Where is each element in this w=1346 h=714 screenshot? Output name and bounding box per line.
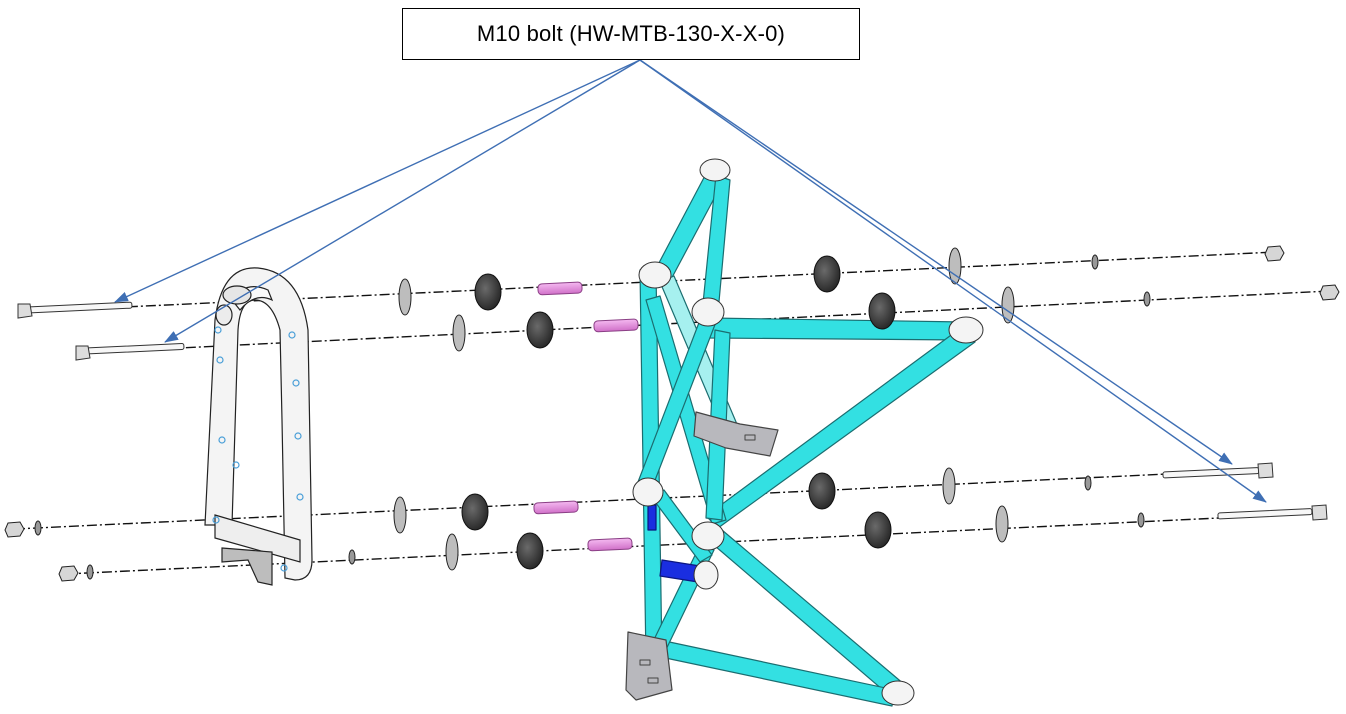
small-washer bbox=[86, 564, 94, 580]
roll-hoop-top-joint bbox=[222, 285, 252, 305]
m10-bolt-2 bbox=[75, 342, 185, 361]
leader-lines bbox=[114, 59, 1267, 503]
pivot-upper-mid bbox=[691, 297, 725, 327]
nuts bbox=[4, 245, 1340, 582]
leader-line-3 bbox=[639, 59, 1233, 465]
bushing-pins bbox=[533, 281, 639, 552]
rubber-mount bbox=[813, 255, 841, 293]
subframe-mid-bracket bbox=[693, 411, 779, 457]
leader-line-2 bbox=[164, 59, 641, 343]
small-washer bbox=[1143, 291, 1151, 307]
rubber-mounts bbox=[461, 255, 896, 570]
rubber-mount bbox=[474, 273, 502, 311]
roll-hoop bbox=[204, 267, 313, 586]
m10-bolt-3 bbox=[1162, 462, 1274, 479]
rubber-mount bbox=[868, 292, 896, 330]
subframe bbox=[625, 158, 984, 707]
roll-hoop-upper-tab bbox=[215, 304, 233, 326]
pivot-lower-left-2 bbox=[693, 560, 719, 590]
roll-hoop-lower-crossbar bbox=[214, 514, 301, 563]
subframe-bottom-bracket bbox=[625, 631, 673, 701]
rubber-mount bbox=[864, 511, 892, 549]
callout-label: M10 bolt (HW-MTB-130-X-X-0) bbox=[402, 8, 860, 60]
roll-hoop-mount-bracket bbox=[221, 547, 273, 586]
pivot-bottom-right bbox=[881, 680, 915, 706]
axis-line-4 bbox=[65, 512, 1323, 575]
bushing-pin bbox=[587, 537, 633, 552]
washer bbox=[398, 278, 412, 316]
bolts bbox=[17, 301, 1328, 521]
rubber-mount bbox=[461, 493, 489, 531]
m10-bolt-4 bbox=[1217, 504, 1328, 521]
nut bbox=[58, 565, 79, 582]
nut bbox=[4, 521, 25, 538]
washer bbox=[445, 533, 459, 571]
rubber-mount bbox=[808, 472, 836, 510]
rubber-mount bbox=[526, 311, 554, 349]
washers bbox=[34, 247, 1151, 580]
washer bbox=[393, 496, 407, 534]
small-washer bbox=[1091, 254, 1099, 270]
nut bbox=[1319, 284, 1340, 301]
pivot-top bbox=[699, 158, 731, 182]
pivot-lower-left bbox=[632, 477, 664, 507]
washer bbox=[995, 505, 1009, 543]
small-washer bbox=[348, 549, 356, 565]
washer bbox=[948, 247, 962, 285]
leader-line-1 bbox=[114, 59, 641, 303]
bushing-pin bbox=[593, 318, 639, 333]
pivot-right bbox=[948, 316, 984, 344]
pivot-upper-left bbox=[638, 261, 672, 289]
subframe-mid-diagonal-1 bbox=[645, 295, 727, 525]
leader-line-4 bbox=[639, 59, 1267, 503]
pivot-lower-mid bbox=[691, 521, 725, 551]
nut bbox=[1264, 245, 1285, 262]
m10-bolt-1 bbox=[17, 301, 133, 319]
small-washer bbox=[1137, 512, 1145, 528]
axis-line-3 bbox=[14, 468, 1273, 530]
subframe-upper-arm bbox=[709, 317, 966, 341]
bushing-pin bbox=[533, 500, 579, 515]
small-washer bbox=[34, 520, 42, 536]
bushing-pin bbox=[537, 281, 583, 296]
rubber-mount bbox=[516, 532, 544, 570]
washer bbox=[942, 467, 956, 505]
small-washer bbox=[1084, 475, 1092, 491]
axis-line-1 bbox=[19, 251, 1277, 313]
cross-member-upper bbox=[647, 504, 657, 531]
washer bbox=[452, 314, 466, 352]
